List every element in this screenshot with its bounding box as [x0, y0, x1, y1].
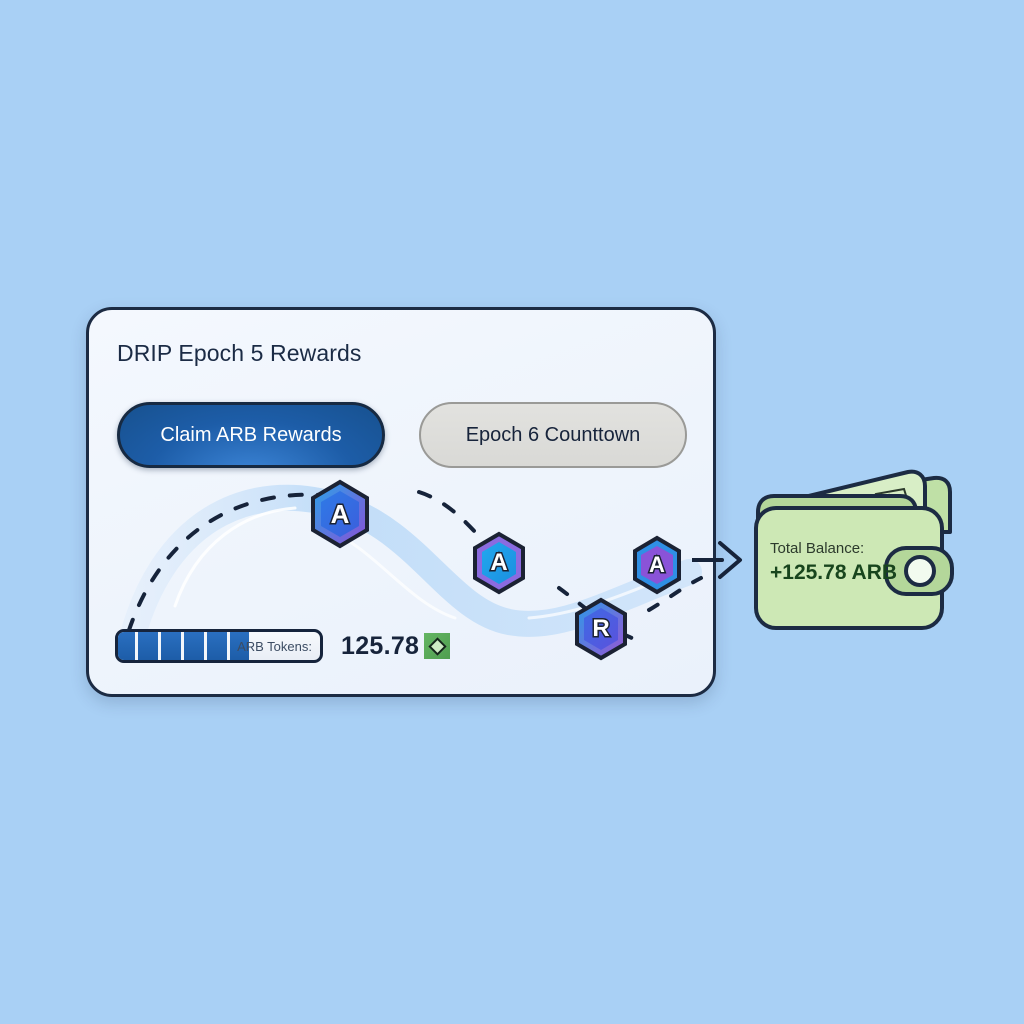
token-glyph: R — [591, 615, 611, 642]
token-amount-value: 125.78 — [341, 631, 420, 660]
countdown-button-label: Epoch 6 Counttown — [465, 423, 641, 446]
arb-token-hexagon: A — [471, 531, 527, 595]
token-glyph: A — [329, 499, 351, 529]
wallet-balance-label: Total Balance: — [770, 540, 865, 557]
claim-arb-rewards-button[interactable]: Claim ARB Rewards — [117, 402, 385, 468]
epoch-countdown-button[interactable]: Epoch 6 Counttown — [419, 402, 687, 468]
page-title: DRIP Epoch 5 Rewards — [117, 340, 362, 366]
token-amount-display: 125.78 — [341, 629, 451, 663]
green-diamond-icon — [424, 633, 451, 659]
token-glyph: A — [489, 549, 509, 576]
progress-bar-label: ARB Tokens: — [237, 638, 312, 654]
arb-tokens-progress-bar[interactable]: ARB Tokens: — [115, 629, 323, 663]
rewards-card: DRIP Epoch 5 Rewards Claim ARB Rewards E… — [86, 307, 716, 697]
wallet-illustration: $ Total Balance: +125.78 ARB — [748, 468, 960, 634]
token-flow-path — [116, 484, 703, 663]
arb-token-hexagon: R — [573, 597, 629, 661]
wallet-balance-amount: +125.78 ARB — [770, 560, 898, 584]
flow-arrow-right-icon — [692, 541, 742, 579]
arb-token-hexagon: A — [309, 479, 371, 549]
claim-button-label: Claim ARB Rewards — [160, 423, 342, 446]
progress-fill — [118, 632, 250, 660]
arb-token-hexagon: A — [631, 535, 683, 595]
token-glyph: A — [648, 552, 667, 577]
